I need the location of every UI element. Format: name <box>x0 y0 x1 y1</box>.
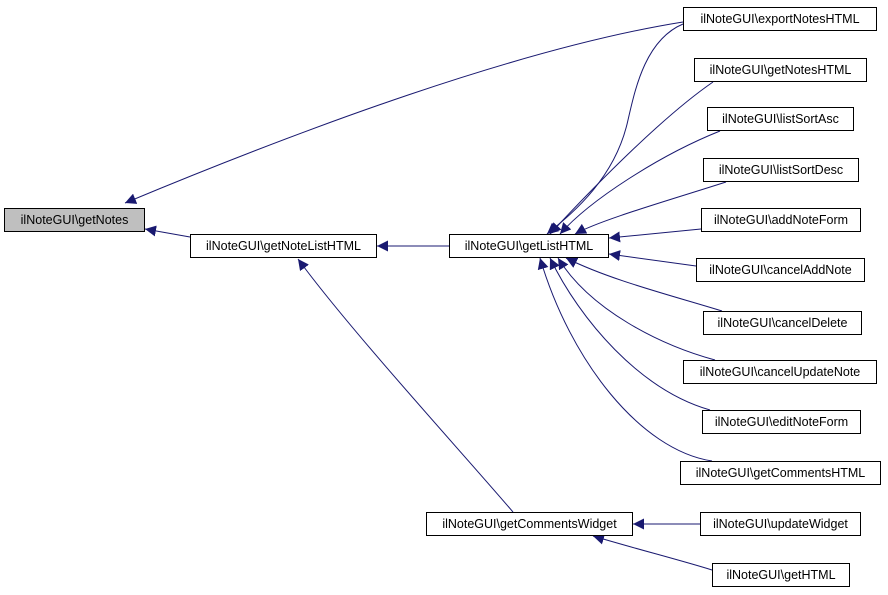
edge-get-notes-html-to-get-list-html <box>549 81 714 235</box>
node-get-comments-html[interactable]: ilNoteGUI\getCommentsHTML <box>680 461 881 485</box>
edge-edit-note-form-to-get-list-html <box>549 257 711 411</box>
edge-get-comments-widget-to-get-note-list-html <box>297 258 514 513</box>
node-add-note-form[interactable]: ilNoteGUI\addNoteForm <box>701 208 861 232</box>
edge-list-sort-asc-to-get-list-html <box>559 130 721 235</box>
edge-list-sort-desc-to-get-list-html <box>574 181 727 235</box>
node-get-list-html[interactable]: ilNoteGUI\getListHTML <box>449 234 609 258</box>
node-get-notes: ilNoteGUI\getNotes <box>4 208 145 232</box>
edge-cancel-delete-to-get-list-html <box>565 257 723 312</box>
edge-export-notes-html-to-get-notes <box>124 21 684 204</box>
node-export-notes-html[interactable]: ilNoteGUI\exportNotesHTML <box>683 7 877 31</box>
edges-group <box>124 21 727 571</box>
node-get-comments-widget[interactable]: ilNoteGUI\getCommentsWidget <box>426 512 633 536</box>
node-cancel-add-note[interactable]: ilNoteGUI\cancelAddNote <box>696 258 865 282</box>
node-list-sort-desc[interactable]: ilNoteGUI\listSortDesc <box>703 158 859 182</box>
edge-get-html-to-get-comments-widget <box>592 533 713 571</box>
edge-cancel-update-note-to-get-list-html <box>557 257 716 361</box>
node-get-html[interactable]: ilNoteGUI\getHTML <box>712 563 850 587</box>
edge-add-note-form-to-get-list-html <box>608 228 702 243</box>
edge-get-comments-html-to-get-list-html <box>537 257 713 462</box>
node-list-sort-asc[interactable]: ilNoteGUI\listSortAsc <box>707 107 854 131</box>
node-cancel-delete[interactable]: ilNoteGUI\cancelDelete <box>703 311 862 335</box>
edge-cancel-add-note-to-get-list-html <box>608 250 697 267</box>
node-edit-note-form[interactable]: ilNoteGUI\editNoteForm <box>702 410 861 434</box>
node-update-widget[interactable]: ilNoteGUI\updateWidget <box>700 512 861 536</box>
edge-export-notes-html-to-get-list-html <box>546 23 684 235</box>
edge-get-note-list-html-to-get-notes <box>144 225 191 238</box>
node-get-note-list-html[interactable]: ilNoteGUI\getNoteListHTML <box>190 234 377 258</box>
node-cancel-update-note[interactable]: ilNoteGUI\cancelUpdateNote <box>683 360 877 384</box>
node-get-notes-html[interactable]: ilNoteGUI\getNotesHTML <box>694 58 867 82</box>
